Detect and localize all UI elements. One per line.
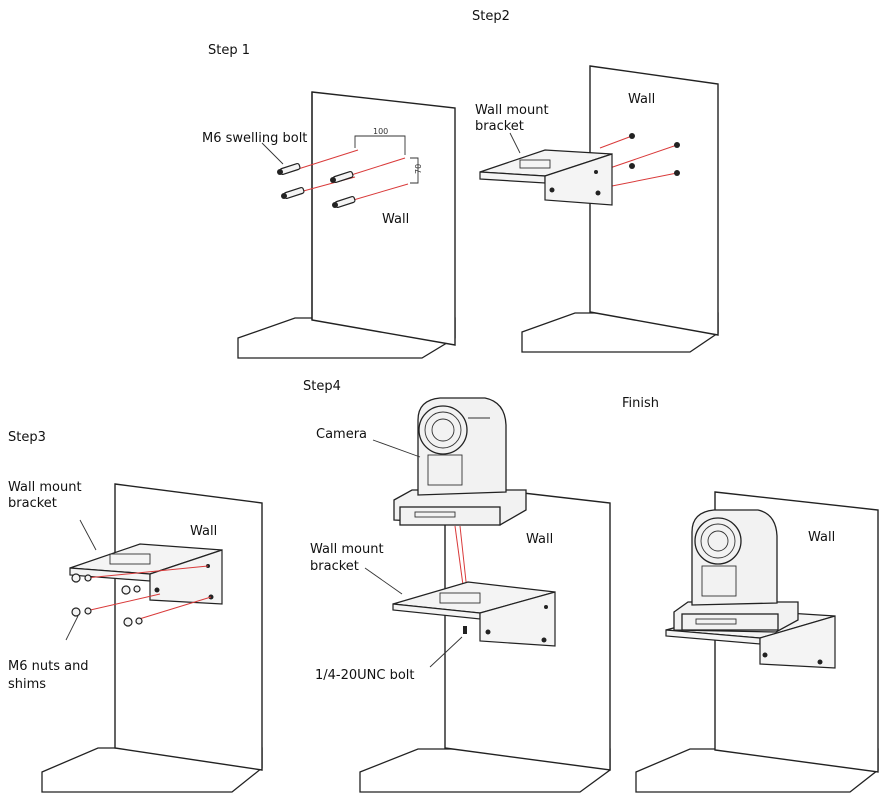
step4-bracket-label-2: bracket (310, 559, 359, 574)
step3-bracket-label-2: bracket (8, 496, 57, 511)
step2-bracket-label-2: bracket (475, 119, 524, 134)
step4-wall-label: Wall (526, 532, 553, 547)
swelling-bolt (281, 186, 305, 200)
swelling-bolt-label: M6 swelling bolt (202, 131, 307, 146)
camera-label: Camera (316, 427, 367, 442)
step2-bracket-label-1: Wall mount (475, 103, 549, 118)
swelling-bolt (330, 170, 354, 184)
dimension-v-value: 70 (414, 164, 423, 174)
finish-panel: Finish Wall (622, 396, 879, 793)
swelling-bolt (277, 162, 301, 176)
step4-title: Step4 (303, 379, 341, 394)
shim (135, 617, 143, 625)
step4-bracket-label-1: Wall mount (310, 542, 384, 557)
wall-mount-bracket (479, 149, 613, 206)
shim (133, 585, 141, 593)
shim (84, 574, 92, 582)
step3-wall (114, 483, 263, 771)
step3-panel: Step3 Wall Wall mount bracket M6 nu (8, 430, 263, 793)
nut (71, 607, 81, 617)
step2-wall-label: Wall (628, 92, 655, 107)
step3-title: Step3 (8, 430, 46, 445)
step3-nuts-label-2: shims (8, 677, 46, 692)
ptz-camera (393, 397, 527, 526)
step1-wall-label: Wall (382, 212, 409, 227)
nut (123, 617, 133, 627)
wall-mount-bracket (69, 543, 223, 605)
nut (71, 573, 81, 583)
finish-title: Finish (622, 396, 659, 411)
step1-panel: Step 1 Wall 100 70 (202, 43, 456, 359)
step2-wall (589, 65, 719, 336)
step1-title: Step 1 (208, 43, 250, 58)
dimension-h-value: 100 (373, 127, 388, 136)
shim (84, 607, 92, 615)
step3-nuts-label-1: M6 nuts and (8, 659, 89, 674)
dimension-h-line (354, 135, 406, 155)
step2-title: Step2 (472, 9, 510, 24)
dimension-v-line (410, 157, 419, 184)
step3-wall-label: Wall (190, 524, 217, 539)
nut (121, 585, 131, 595)
ptz-camera (673, 509, 799, 633)
unc-bolt-label: 1/4-20UNC bolt (315, 668, 415, 683)
swelling-bolt (332, 195, 356, 209)
step3-bracket-label-1: Wall mount (8, 480, 82, 495)
wall-mount-bracket (392, 581, 556, 647)
unc-bolt (463, 626, 467, 634)
finish-wall-label: Wall (808, 530, 835, 545)
step2-panel: Step2 Wall Wall mount bracket (472, 9, 719, 353)
step4-panel: Step4 Wall (303, 379, 611, 793)
